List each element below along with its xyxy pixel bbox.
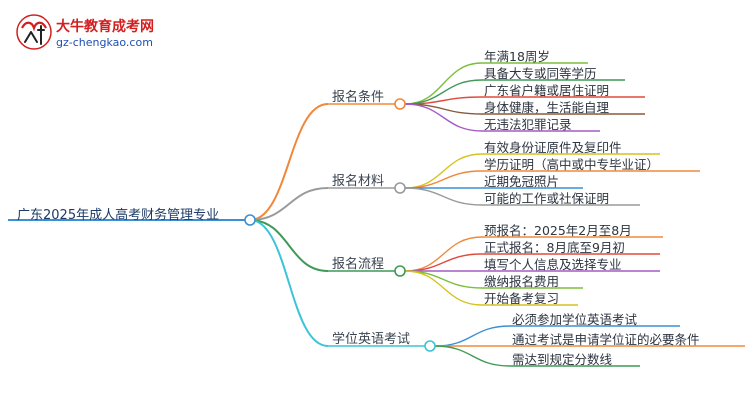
leaf-label[interactable]: 开始备考复习 bbox=[484, 291, 560, 306]
leaf-label[interactable]: 身体健康，生活能自理 bbox=[484, 100, 610, 115]
root-toggle-icon bbox=[244, 214, 256, 226]
branch-to-leaf-link bbox=[434, 345, 511, 367]
leaf-label[interactable]: 无违法犯罪记录 bbox=[484, 117, 572, 132]
leaf-label[interactable]: 近期免冠照片 bbox=[484, 174, 560, 189]
branch-to-leaf-link bbox=[404, 270, 483, 306]
logo-ring bbox=[16, 14, 52, 50]
leaf-label[interactable]: 正式报名：8月底至9月初 bbox=[484, 240, 625, 255]
branch-toggle-icon bbox=[394, 98, 406, 110]
branch-to-leaf-link bbox=[404, 103, 483, 132]
leaf-label[interactable]: 预报名：2025年2月至8月 bbox=[484, 223, 632, 238]
branch-toggle-icon bbox=[394, 265, 406, 277]
branch-to-leaf-link bbox=[404, 270, 483, 289]
branch-label[interactable]: 报名流程 bbox=[332, 257, 385, 272]
branch-toggle-icon bbox=[424, 340, 436, 352]
leaf-label[interactable]: 年满18周岁 bbox=[484, 49, 550, 64]
logo-horns bbox=[21, 21, 47, 32]
leaf-label[interactable]: 学历证明（高中或中专毕业证） bbox=[484, 157, 660, 172]
branch-toggle-icon bbox=[394, 182, 406, 194]
leaf-label[interactable]: 广东省户籍或居住证明 bbox=[484, 83, 610, 98]
leaf-label[interactable]: 必须参加学位英语考试 bbox=[512, 312, 638, 327]
leaf-label[interactable]: 可能的工作或社保证明 bbox=[484, 191, 610, 206]
branch-to-leaf-link bbox=[434, 325, 511, 347]
root-to-branch-link bbox=[249, 219, 329, 347]
branch-label[interactable]: 报名条件 bbox=[332, 90, 385, 105]
bull-logo-icon bbox=[16, 14, 52, 50]
logo-glyph bbox=[24, 25, 45, 45]
branch-to-leaf-link bbox=[404, 253, 483, 272]
root-to-branch-link bbox=[249, 187, 329, 221]
branch-to-leaf-link bbox=[404, 170, 483, 189]
logo-subtitle: gz-chengkao.com bbox=[56, 36, 153, 49]
root-topic-label[interactable]: 广东2025年成人高考财务管理专业 bbox=[17, 208, 220, 223]
site-logo[interactable]: 大牛教育成考网 gz-chengkao.com bbox=[14, 12, 174, 62]
branch-label[interactable]: 学位英语考试 bbox=[332, 332, 411, 347]
leaf-label[interactable]: 填写个人信息及选择专业 bbox=[484, 257, 622, 272]
leaf-label[interactable]: 需达到规定分数线 bbox=[512, 352, 613, 367]
leaf-label[interactable]: 有效身份证原件及复印件 bbox=[484, 140, 622, 155]
leaf-label[interactable]: 具备大专或同等学历 bbox=[484, 66, 597, 81]
root-to-branch-link bbox=[249, 219, 329, 272]
leaf-label[interactable]: 通过考试是申请学位证的必要条件 bbox=[512, 332, 700, 347]
root-to-branch-link bbox=[249, 103, 329, 221]
branch-label[interactable]: 报名材料 bbox=[332, 174, 385, 189]
leaf-label[interactable]: 缴纳报名费用 bbox=[484, 274, 560, 289]
branch-to-leaf-link bbox=[404, 187, 483, 206]
logo-title: 大牛教育成考网 bbox=[56, 19, 154, 35]
